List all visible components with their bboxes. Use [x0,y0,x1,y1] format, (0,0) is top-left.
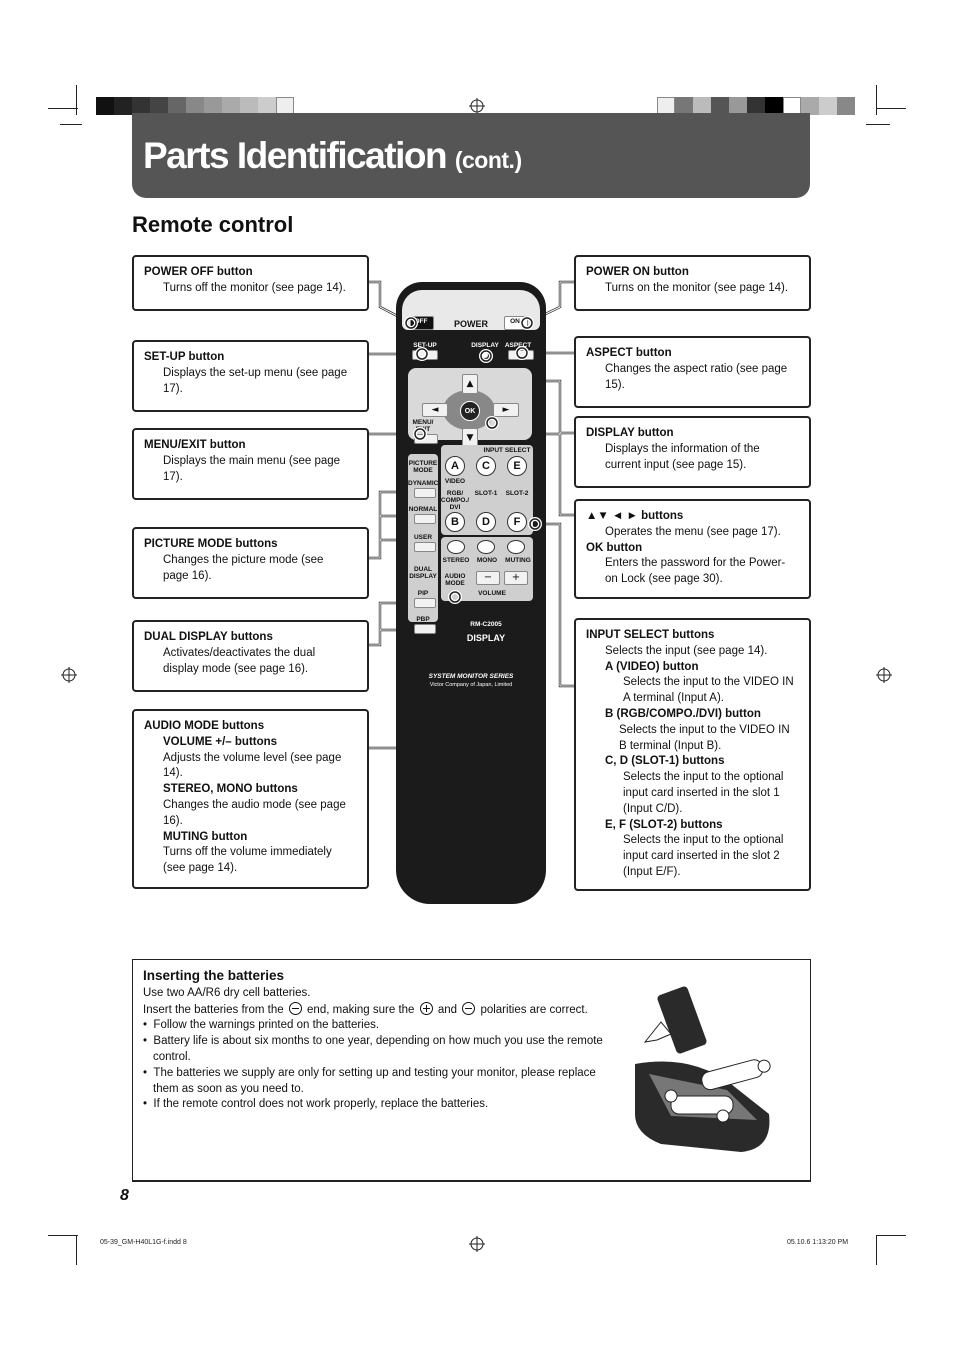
remote-power-label: POWER [453,319,488,329]
batteries-bullet: • If the remote control does not work pr… [143,1098,489,1111]
remote-muting-button [507,540,525,554]
remote-mono-label: MONO [476,557,498,564]
remote-company-label: Victor Company of Japan, Limited [429,682,513,688]
callout-display: DISPLAY button Displays the information … [574,416,811,488]
remote-slot2-label: SLOT-2 [505,490,529,497]
remote-normal-button [414,514,436,524]
callout-dual-display: DUAL DISPLAY buttons Activates/deactivat… [132,620,369,692]
remote-input-c-button: C [476,456,496,476]
callout-power-off: POWER OFF button Turns off the monitor (… [132,255,369,311]
remote-ok-button: OK [460,401,480,421]
minus-symbol-icon [462,1001,476,1015]
remote-control-illustration: OFF ON POWER SET-UP DISPLAY ASPECT OK ▲ … [396,282,546,904]
batteries-text: Inserting the batteries Use two AA/R6 dr… [143,968,623,1113]
remote-input-f-button: F [507,512,527,532]
remote-audio-mode-label: AUDIO MODE [444,573,466,587]
remote-stereo-button [447,540,465,554]
page-subtitle: (cont.) [454,147,522,173]
page-title: Parts Identification (cont.) [143,135,522,176]
remote-mode-panel [408,454,438,622]
batteries-bullet: • Follow the warnings printed on the bat… [143,1019,380,1032]
remote-input-a-button: A [445,456,465,476]
callout-arrows-ok: ▲▼ ◄ ► buttons Operates the menu (see pa… [574,499,811,599]
callout-power-on: POWER ON button Turns on the monitor (se… [574,255,811,311]
batteries-line1: Use two AA/R6 dry cell batteries. [143,986,311,999]
callout-setup: SET-UP button Displays the set-up menu (… [132,340,369,412]
section-title: Remote control [132,212,294,237]
callout-input-select: INPUT SELECT buttons Selects the input (… [574,618,811,891]
remote-display-label: DISPLAY [471,342,499,349]
remote-model-label: RM-C2005 [470,621,502,628]
callout-aspect: ASPECT button Changes the aspect ratio (… [574,336,811,408]
remote-input-d-button: D [476,512,496,532]
remote-input-e-button: E [507,456,527,476]
remote-off-label: OFF [414,318,428,325]
remote-muting-label: MUTING [505,557,531,564]
page-number: 8 [120,1187,129,1204]
remote-dynamic-label: DYNAMIC [408,480,439,487]
remote-volume-down-button: − [476,571,500,585]
remote-dynamic-button [414,488,436,498]
remote-video-label: VIDEO [444,478,466,485]
batteries-bullet: • The batteries we supply are only for s… [143,1066,596,1095]
remote-dual-display-label: DUAL DISPLAY [409,566,437,580]
page-header-banner: Parts Identification (cont.) [132,113,810,198]
batteries-bullet: • Battery life is about six months to on… [143,1035,603,1063]
batteries-info-box: Inserting the batteries Use two AA/R6 dr… [132,959,811,1182]
remote-mono-button [477,540,495,554]
remote-volume-label: VOLUME [478,590,506,597]
remote-pbp-label: PBP [416,616,430,623]
remote-user-button [414,542,436,552]
battery-insertion-illustration [635,986,771,1152]
callout-picture-mode: PICTURE MODE buttons Changes the picture… [132,527,369,599]
remote-picture-mode-label: PICTURE MODE [408,460,438,474]
remote-pip-button [414,598,436,608]
remote-pip-label: PIP [417,590,429,597]
remote-on-label: ON [510,318,520,325]
remote-pbp-button [414,624,436,634]
remote-setup-label: SET-UP [413,342,437,349]
remote-display-big-label: DISPLAY [466,633,506,643]
footer-right: 05.10.6 1:13:20 PM [787,1239,849,1246]
batteries-line2: Insert the batteries from the end, makin… [143,1001,588,1016]
plus-symbol-icon [419,1001,433,1015]
remote-input-select-label: INPUT SELECT [483,447,531,454]
remote-aspect-label: ASPECT [504,342,532,349]
batteries-title: Inserting the batteries [143,968,285,983]
remote-series-label: SYSTEM MONITOR SERIES [428,673,514,680]
remote-left-button: ◄ [422,403,448,417]
remote-volume-up-button: + [504,571,528,585]
remote-user-label: USER [413,534,433,541]
remote-slot1-label: SLOT-1 [474,490,498,497]
remote-up-button: ▲ [462,374,478,394]
footer-left: 05-39_GM-H40L1G-f.indd 8 [100,1239,187,1246]
minus-symbol-icon [288,1001,302,1015]
remote-stereo-label: STEREO [442,557,470,564]
remote-right-button: ► [493,403,519,417]
remote-input-b-button: B [445,512,465,532]
callout-menu-exit: MENU/EXIT button Displays the main menu … [132,428,369,500]
callout-audio-mode: AUDIO MODE buttons VOLUME +/– buttons Ad… [132,709,369,889]
remote-normal-label: NORMAL [408,506,438,513]
remote-rgb-label: RGB/ COMPO./ DVI [440,490,470,511]
